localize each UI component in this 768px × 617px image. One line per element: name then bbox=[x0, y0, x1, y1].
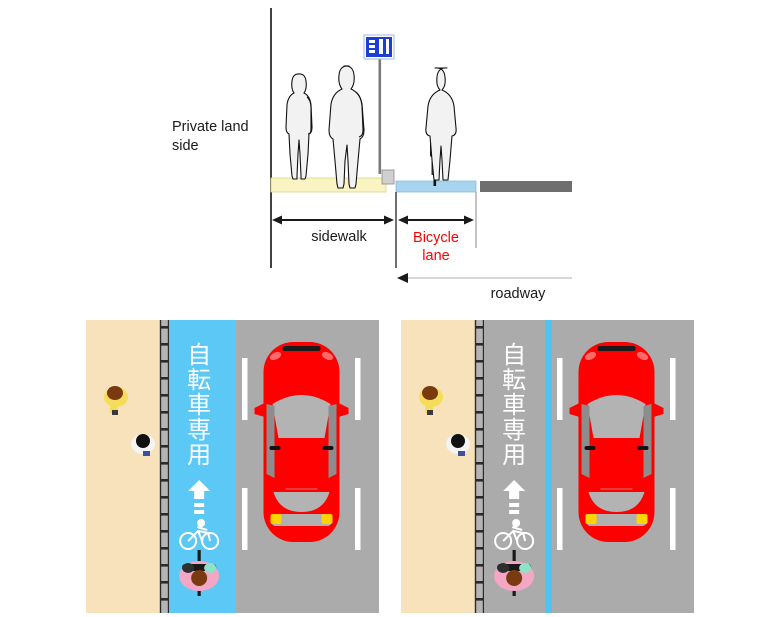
cross-section-diagram: Private land side sidewalk Bicycle lane … bbox=[172, 8, 572, 302]
bicycle-pictogram-marking bbox=[494, 519, 535, 550]
road-text-character: 自 bbox=[187, 341, 211, 369]
curb-tick bbox=[161, 479, 168, 482]
pedestrian-yellow bbox=[419, 386, 443, 415]
curb-tick bbox=[476, 564, 483, 567]
curb-tick bbox=[476, 598, 483, 601]
cyclist-icon bbox=[425, 67, 457, 181]
label-bicycle-lane: Bicycle lane bbox=[413, 230, 459, 265]
direction-arrow-marking bbox=[503, 480, 526, 499]
lane-dash-marking bbox=[242, 358, 248, 420]
curb-tick bbox=[476, 530, 483, 533]
curb-tick bbox=[161, 513, 168, 516]
label-sidewalk: sidewalk bbox=[311, 229, 367, 245]
roadway-width-arrow bbox=[397, 273, 572, 283]
curb-tick bbox=[476, 428, 483, 431]
road-text-character: 自 bbox=[502, 341, 526, 369]
sign-pole bbox=[378, 57, 382, 174]
curb-tick bbox=[476, 462, 483, 465]
private-land-surface bbox=[401, 320, 475, 613]
car-red bbox=[254, 342, 349, 542]
blue-edge-stripe bbox=[545, 320, 552, 613]
road-text-character: 車 bbox=[187, 391, 211, 419]
curb-fence-strip bbox=[475, 320, 484, 613]
lane-dash-marking bbox=[355, 358, 361, 420]
pedestrian-1-icon bbox=[285, 73, 313, 180]
curb-tick bbox=[161, 564, 168, 567]
curb-block bbox=[381, 169, 395, 185]
curb-tick bbox=[476, 377, 483, 380]
curb-tick bbox=[161, 547, 168, 550]
direction-arrow-dash bbox=[509, 503, 520, 507]
curb-tick bbox=[161, 411, 168, 414]
curb-tick bbox=[476, 581, 483, 584]
road-text-character: 転 bbox=[187, 366, 211, 394]
direction-arrow-dash bbox=[509, 510, 520, 514]
curb-tick bbox=[161, 377, 168, 380]
curb-tick bbox=[161, 496, 168, 499]
pedestrian-white bbox=[446, 434, 470, 456]
road-text-character: 専 bbox=[187, 416, 211, 444]
pedestrian-white bbox=[131, 434, 155, 456]
private-land-surface bbox=[86, 320, 160, 613]
roadway-surface bbox=[480, 181, 572, 192]
pedestrian-2-icon bbox=[328, 65, 365, 189]
sidewalk-width-arrow bbox=[272, 215, 394, 225]
lane-dash-marking bbox=[557, 358, 563, 420]
road-text-character: 転 bbox=[502, 366, 526, 394]
lane-dash-marking bbox=[670, 358, 676, 420]
direction-arrow-marking bbox=[188, 480, 211, 499]
road-text-character: 用 bbox=[187, 441, 211, 469]
bicycle-lane-road-sign-icon bbox=[363, 34, 395, 60]
lane-dash-marking bbox=[355, 488, 361, 550]
curb-tick bbox=[476, 513, 483, 516]
direction-arrow-dash bbox=[194, 510, 205, 514]
curb-tick bbox=[476, 547, 483, 550]
curb-tick bbox=[161, 445, 168, 448]
lane-dash-marking bbox=[557, 488, 563, 550]
curb-tick bbox=[161, 462, 168, 465]
label-private-land: Private land side bbox=[172, 119, 249, 154]
road-text-character: 用 bbox=[502, 441, 526, 469]
direction-arrow-dash bbox=[194, 503, 205, 507]
curb-tick bbox=[161, 581, 168, 584]
plan-view-panel-gray-lane: 自転車専用 bbox=[401, 320, 694, 613]
curb-tick bbox=[476, 343, 483, 346]
curb-tick bbox=[161, 326, 168, 329]
cyclist-figure bbox=[179, 550, 220, 596]
road-text-character: 専 bbox=[502, 416, 526, 444]
pedestrian-yellow bbox=[104, 386, 128, 415]
curb-tick bbox=[476, 326, 483, 329]
car-red bbox=[569, 342, 664, 542]
label-roadway: roadway bbox=[490, 286, 546, 302]
cyclist-figure bbox=[494, 550, 535, 596]
curb-tick bbox=[476, 445, 483, 448]
sidewalk-surface bbox=[270, 177, 387, 193]
bicycle-lane-width-arrow bbox=[398, 215, 474, 225]
lane-dash-marking bbox=[242, 488, 248, 550]
curb-tick bbox=[476, 479, 483, 482]
curb-tick bbox=[161, 343, 168, 346]
plan-view-panel-blue-lane: 自転車専用 bbox=[86, 320, 379, 613]
curb-fence-strip bbox=[160, 320, 169, 613]
curb-tick bbox=[161, 394, 168, 397]
cross-section-drawing bbox=[270, 8, 572, 283]
curb-tick bbox=[161, 598, 168, 601]
bicycle-pictogram-marking bbox=[179, 519, 220, 550]
curb-tick bbox=[161, 360, 168, 363]
curb-tick bbox=[161, 530, 168, 533]
curb-tick bbox=[476, 360, 483, 363]
curb-tick bbox=[161, 428, 168, 431]
curb-tick bbox=[476, 496, 483, 499]
curb-tick bbox=[476, 394, 483, 397]
road-text-character: 車 bbox=[502, 391, 526, 419]
curb-tick bbox=[476, 411, 483, 414]
lane-dash-marking bbox=[670, 488, 676, 550]
